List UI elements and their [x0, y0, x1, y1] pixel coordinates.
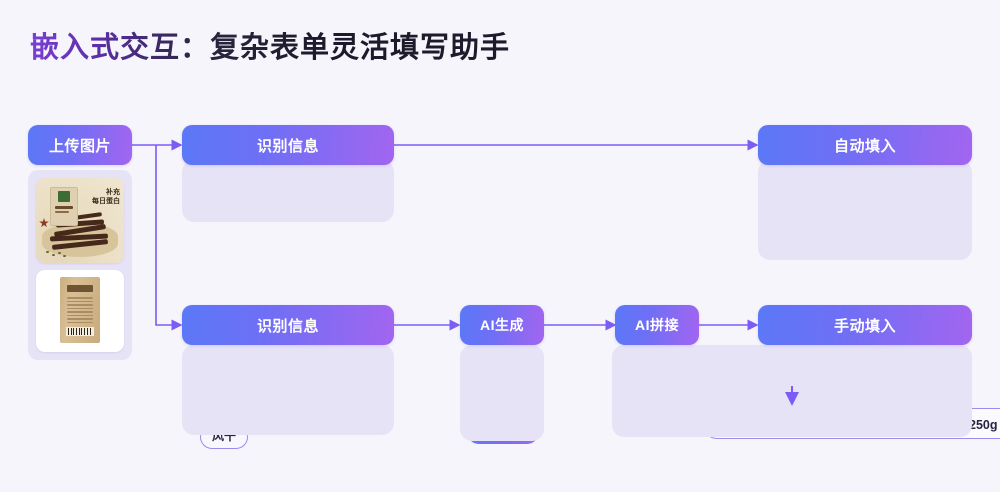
barcode-icon [66, 327, 94, 336]
bag-text-line [55, 211, 69, 213]
seeds-decoration [46, 251, 68, 259]
uploaded-thumbnail-package[interactable] [36, 270, 124, 352]
node-upload-image[interactable]: 上传图片 [28, 125, 132, 165]
product-bag-front [50, 187, 78, 226]
node-recognize-bottom[interactable]: 识别信息 [182, 305, 394, 345]
star-anise-icon [39, 218, 49, 228]
node-recognize-top[interactable]: 识别信息 [182, 125, 394, 165]
nutrition-label-lines [67, 297, 93, 325]
bag-green-label [58, 191, 70, 202]
bag-text-line [55, 206, 73, 209]
kraft-bag-back [60, 277, 100, 343]
node-manual-fill[interactable]: 手动填入 [758, 305, 972, 345]
package-logo [67, 285, 93, 292]
recognize-top-panel [182, 160, 394, 222]
recognize-bottom-panel [182, 345, 394, 435]
page-title: 嵌入式交互：复杂表单灵活填写助手 [30, 24, 510, 66]
manual-fill-panel [612, 345, 972, 437]
node-ai-generate[interactable]: AI生成 [460, 305, 544, 345]
auto-fill-panel [758, 160, 972, 260]
uploaded-images-panel: 补充 每日蛋白 [28, 170, 132, 360]
ai-generate-panel [460, 345, 544, 441]
uploaded-thumbnail-jerky[interactable]: 补充 每日蛋白 [36, 178, 124, 263]
thumbnail-caption: 补充 每日蛋白 [92, 189, 120, 206]
node-auto-fill[interactable]: 自动填入 [758, 125, 972, 165]
node-ai-merge[interactable]: AI拼接 [615, 305, 699, 345]
